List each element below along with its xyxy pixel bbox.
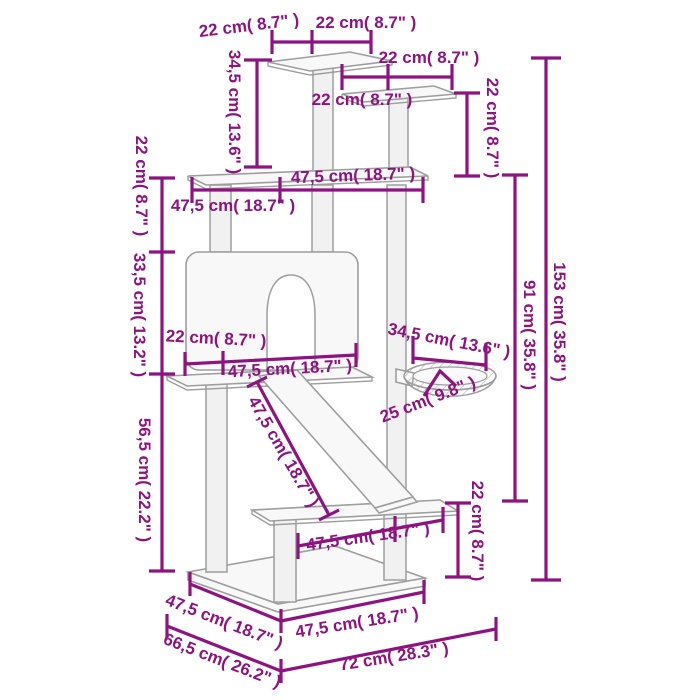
dim-middle-platform — [190, 177, 425, 203]
condo-house — [185, 251, 359, 371]
basket — [395, 361, 497, 397]
dim-label-basket-25: 25 cm( 9.8" ) — [377, 372, 479, 427]
dim-basket — [411, 336, 488, 371]
dim-label-ramp-47-5: 47,5 cm( 18.7" ) — [244, 393, 323, 511]
cat-tree-structure — [163, 51, 497, 613]
dim-label-left-22: 22 cm( 8.7" ) — [132, 135, 151, 237]
ramp — [257, 369, 419, 514]
dim-left-column — [149, 176, 175, 573]
dim-22-upper-right — [454, 91, 480, 178]
dim-label-left-34-5: 34,5 cm( 13.6" ) — [225, 49, 244, 175]
dim-ramp — [246, 375, 340, 522]
dim-label-top-right-22: 22 cm( 8.7" ) — [378, 48, 480, 67]
dim-22-lower-right — [445, 501, 471, 579]
dim-label-top-mid-22: 22 cm( 8.7" ) — [315, 13, 417, 32]
dim-91 — [502, 173, 528, 503]
dim-top-platform-b — [340, 64, 454, 90]
dimension-lines — [149, 30, 561, 683]
dim-label-mid-platform-47-5-a: 47,5 cm( 18.7" ) — [290, 163, 416, 188]
dim-basket-depth-arrow — [422, 368, 458, 397]
dim-label-shelf-47-5: 47,5 cm( 18.7" ) — [305, 518, 431, 555]
dim-label-left-56-5: 56,5 cm( 22.2" ) — [135, 417, 154, 543]
dim-label-right-22-lower: 22 cm( 8.7" ) — [468, 480, 487, 582]
dim-label-basket-34-5: 34,5 cm( 13.6" ) — [386, 319, 512, 362]
dim-label-base-front-47-5: 47,5 cm( 18.7" ) — [294, 603, 420, 642]
dim-72 — [280, 617, 498, 673]
dim-label-right-91: 91 cm( 35.8" ) — [520, 279, 539, 391]
dim-shelf — [296, 507, 445, 559]
dim-153 — [531, 56, 561, 582]
dim-label-left-33-5: 33,5 cm( 13.2" ) — [130, 252, 149, 378]
dim-label-condo-47-5: 47,5 cm( 18.7" ) — [227, 355, 353, 382]
dim-label-top-left-22: 22 cm( 8.7" ) — [197, 9, 301, 42]
dim-label-right-22-upper: 22 cm( 8.7" ) — [483, 77, 502, 179]
dim-label-mid-platform-47-5-b: 47,5 cm( 18.7" ) — [170, 196, 296, 215]
top-platform-a — [267, 51, 393, 76]
dim-34-5-vertical — [244, 58, 272, 169]
dim-label-base-72: 72 cm( 28.3" ) — [338, 638, 450, 675]
dim-label-condo-22: 22 cm( 8.7" ) — [165, 326, 267, 351]
dim-condo-width — [183, 343, 358, 376]
dim-base-front — [280, 580, 426, 623]
condo-doorway — [266, 274, 316, 371]
dim-top-platform-a — [270, 30, 373, 54]
dim-label-platform-b-22: 22 cm( 8.7" ) — [311, 90, 413, 109]
dim-label-right-153: 153 cm( 35.8" ) — [550, 262, 569, 382]
